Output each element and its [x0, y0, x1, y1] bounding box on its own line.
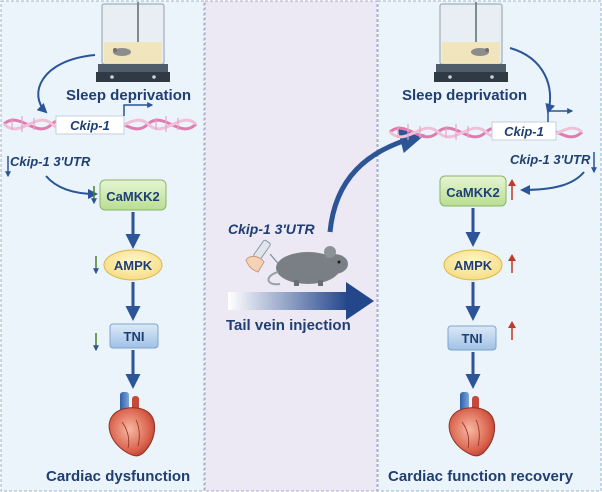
sleep-deprivation-apparatus-icon [96, 2, 170, 82]
heart-icon-right [448, 392, 495, 457]
sleep-deprivation-label-right: Sleep deprivation [402, 87, 527, 104]
tni-label-left: TNI [124, 329, 145, 344]
ampk-oval-right [443, 249, 503, 281]
sleep-deprivation-apparatus-icon-right [434, 2, 508, 82]
syringe-icon [245, 239, 283, 273]
gene-box-right [491, 121, 557, 141]
sleep-deprivation-label-left: Sleep deprivation [66, 87, 191, 104]
camkk2-label-left: CaMKK2 [106, 189, 159, 204]
utr-to-camkk2-arrow-left [45, 175, 98, 199]
ampk-oval-left [103, 249, 163, 281]
camkk2-label-right: CaMKK2 [446, 185, 499, 200]
tail-vein-arrow [228, 282, 374, 320]
utr-label-right: Ckip-1 3'UTR [510, 152, 591, 167]
camkk2-box-left [99, 179, 167, 211]
sleep-arrow-left [36, 54, 96, 114]
camkk2-box-right [439, 175, 507, 207]
curved-arrow-to-right [327, 128, 425, 233]
sleep-arrow-right [509, 47, 556, 114]
tni-box-left [109, 323, 159, 349]
tni-up-arrowhead-right [508, 321, 516, 328]
transcription-arrow-right [547, 108, 574, 122]
ampk-up-arrowhead-right [508, 254, 516, 261]
middle-panel [204, 0, 378, 492]
gene-label-left: Ckip-1 [70, 118, 110, 133]
gene-box-left [55, 115, 125, 135]
transcription-arrow-left [123, 102, 154, 116]
outcome-label-left: Cardiac dysfunction [46, 468, 190, 485]
ampk-label-right: AMPK [454, 258, 493, 273]
mouse-icon [267, 246, 348, 286]
utr-label-middle: Ckip-1 3'UTR [228, 221, 315, 237]
utr-label-left: Ckip-1 3'UTR [10, 154, 91, 169]
heart-icon-left [108, 392, 155, 457]
gene-label-right: Ckip-1 [504, 124, 544, 139]
tni-box-right [447, 325, 497, 351]
tni-label-right: TNI [462, 331, 483, 346]
left-panel [0, 0, 205, 492]
camkk2-up-arrowhead-right [508, 179, 516, 186]
right-panel [377, 0, 602, 492]
utr-to-camkk2-arrow-right [520, 171, 585, 195]
ampk-label-left: AMPK [114, 258, 153, 273]
outcome-label-right: Cardiac function recovery [388, 468, 574, 485]
injection-label: Tail vein injection [226, 317, 351, 334]
